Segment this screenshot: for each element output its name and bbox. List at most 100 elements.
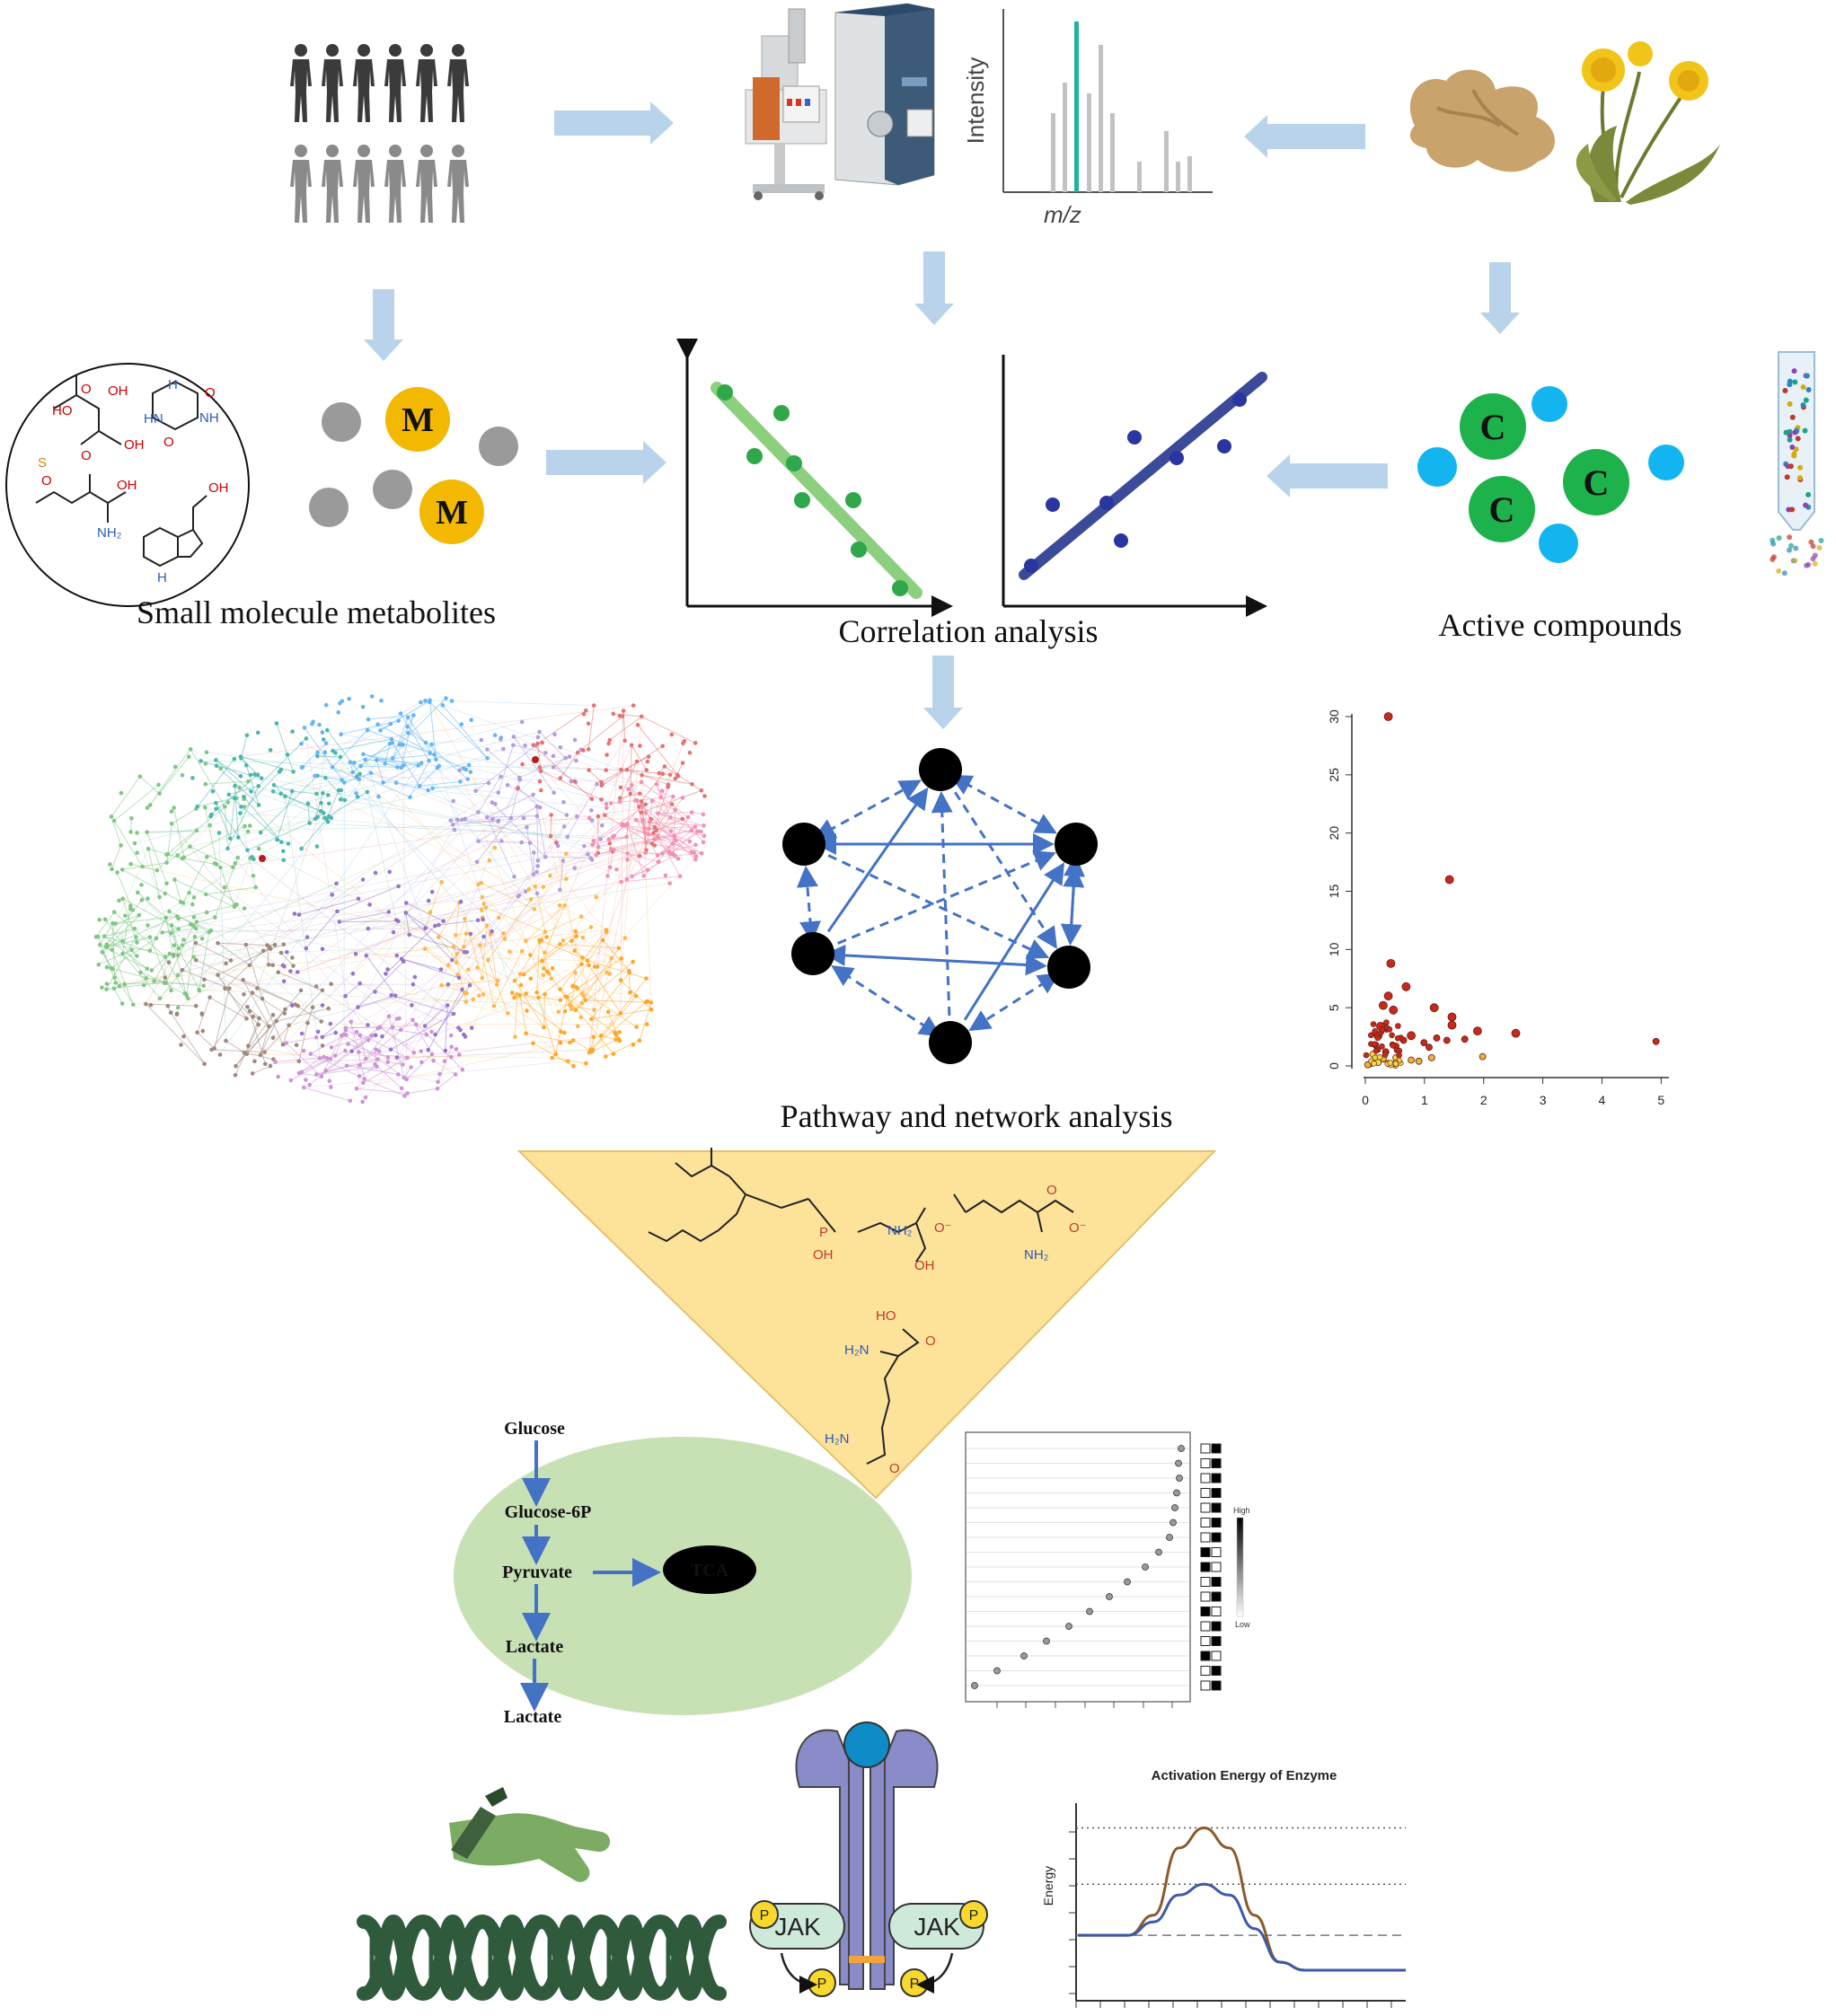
bead <box>1795 436 1801 442</box>
network-node <box>394 918 399 922</box>
scatter-point <box>1408 1056 1415 1064</box>
network-node <box>188 844 192 850</box>
network-node <box>276 970 281 974</box>
network-node <box>328 1056 333 1061</box>
network-node <box>463 916 467 921</box>
network-edge <box>409 934 467 953</box>
network-node <box>291 964 296 968</box>
scatter-point <box>1443 1036 1451 1044</box>
network-node <box>307 1082 312 1087</box>
network-node <box>699 851 704 856</box>
network-edge <box>181 858 217 866</box>
network-node <box>599 797 604 802</box>
network-node <box>619 956 624 961</box>
network-node <box>486 957 490 963</box>
network-node <box>466 762 472 768</box>
network-node <box>320 946 325 952</box>
network-node <box>537 779 543 784</box>
network-node <box>643 810 649 815</box>
network-node <box>357 1074 362 1078</box>
network-node <box>419 1060 424 1065</box>
network-edge <box>401 715 414 769</box>
heatmap-cell <box>1211 1607 1222 1616</box>
scatter-point <box>1395 1023 1401 1029</box>
dotplot-point <box>1166 1534 1173 1541</box>
network-edge <box>159 956 195 999</box>
network-node <box>587 815 592 821</box>
network-edge <box>641 775 652 1010</box>
network-edge <box>243 796 282 843</box>
network-edge <box>493 951 523 1007</box>
network-node <box>559 1029 563 1034</box>
bead <box>1805 387 1812 392</box>
scatter-point <box>1473 1026 1482 1035</box>
network-edge <box>235 1008 286 1067</box>
network-node <box>146 896 150 901</box>
network-edge <box>146 832 168 884</box>
person-icon <box>447 44 469 122</box>
network-node <box>117 983 121 989</box>
network-edge <box>432 782 490 789</box>
network-edge <box>137 892 167 919</box>
network-node <box>217 1052 223 1057</box>
network-edge <box>209 997 247 1019</box>
network-edge <box>456 919 465 955</box>
network-node <box>604 928 609 932</box>
network-node <box>458 779 463 784</box>
network-node <box>378 728 383 733</box>
network-node <box>460 987 464 992</box>
chem-label: NH₂ <box>1024 1247 1049 1263</box>
network-edge <box>481 925 488 979</box>
network-edge <box>555 997 568 1055</box>
network-node <box>354 1029 359 1034</box>
chart-y-label: Energy <box>1041 1866 1055 1906</box>
network-node <box>622 936 628 940</box>
network-node <box>320 730 325 735</box>
negative-correlation-plot <box>676 339 953 617</box>
network-node <box>244 1052 250 1056</box>
network-node <box>104 982 110 986</box>
chem-label: HO <box>876 1308 896 1324</box>
network-node <box>599 779 604 785</box>
network-edge <box>676 774 702 791</box>
network-node <box>286 841 291 846</box>
person-icon <box>353 44 375 122</box>
network-node <box>657 859 661 864</box>
network-node <box>299 1070 305 1075</box>
network-node <box>667 772 673 778</box>
network-node <box>561 824 567 829</box>
network-node <box>440 703 446 708</box>
network-node <box>245 848 250 853</box>
network-edge <box>344 799 679 859</box>
network-node <box>589 797 595 801</box>
network-node <box>517 992 523 998</box>
network-edge <box>796 865 821 944</box>
network-node <box>528 953 533 957</box>
network-node <box>512 875 516 879</box>
network-edge <box>110 938 157 969</box>
network-node <box>635 723 640 727</box>
network-edge <box>246 1053 552 1059</box>
network-node <box>426 788 430 793</box>
network-node <box>281 979 287 983</box>
correlation-point <box>1046 497 1060 512</box>
network-node <box>445 1003 450 1008</box>
network-node <box>572 779 578 784</box>
network-node <box>171 954 176 958</box>
network-node <box>550 1055 554 1061</box>
network-node <box>119 867 125 872</box>
chem-label: NH₂ <box>97 525 122 541</box>
network-node <box>243 942 249 947</box>
network-node <box>397 1016 402 1021</box>
network-node <box>387 741 393 746</box>
network-node <box>457 768 462 772</box>
network-node <box>699 829 703 834</box>
network-edge <box>627 853 649 871</box>
network-node <box>313 1072 319 1077</box>
chem-label: O <box>81 382 92 397</box>
network-node <box>508 949 512 955</box>
scatter-point <box>1372 1028 1378 1034</box>
network-edge <box>641 805 694 853</box>
network-edge <box>658 837 681 877</box>
network-edge <box>359 1034 366 1060</box>
